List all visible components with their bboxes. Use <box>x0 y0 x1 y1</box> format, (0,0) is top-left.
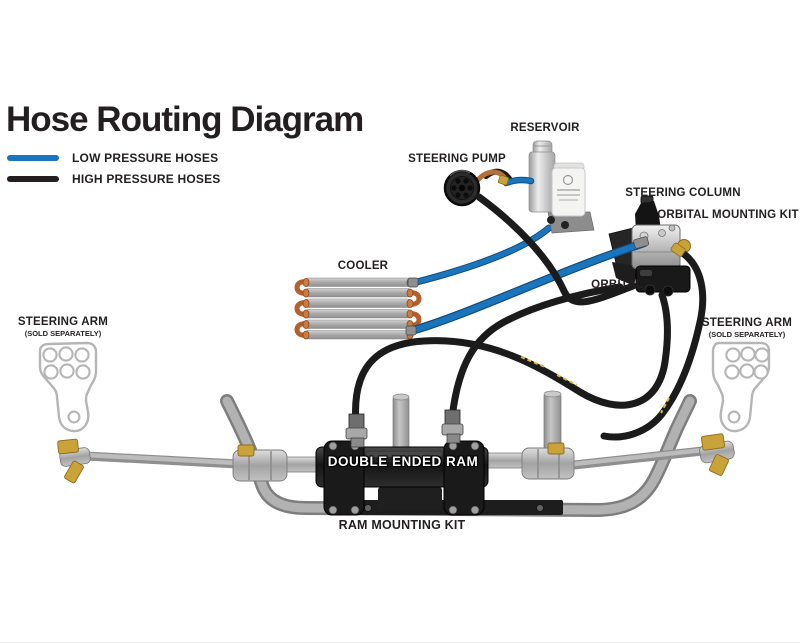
reservoir-label: RESERVOIR <box>510 122 580 134</box>
steering-arm-right-part <box>711 341 771 433</box>
steering-arm-right-sublabel: (SOLD SEPARATELY) <box>708 330 786 339</box>
legend-high-pressure: HIGH PRESSURE HOSES <box>7 172 221 186</box>
tie-rod-end-right <box>699 433 735 476</box>
tie-rod-left <box>81 451 243 469</box>
hose-orbital-return <box>600 248 707 441</box>
rod-clamp-right <box>521 442 575 480</box>
reservoir-unit <box>528 140 595 234</box>
ram-clamp-left <box>323 440 365 516</box>
legend-low-pressure-label: LOW PRESSURE HOSES <box>72 151 219 165</box>
reservoir-fitting <box>561 221 569 229</box>
hose-ram-right-to-orbital <box>448 283 624 422</box>
steering-arm-right-label: STEERING ARM <box>701 317 793 329</box>
high-pressure-swatch <box>7 176 59 182</box>
ram-rod-right <box>485 452 527 469</box>
hose-ram-left-to-orbital <box>352 291 671 428</box>
orbital-assembly <box>608 195 691 297</box>
reservoir-fitting <box>547 216 555 224</box>
mounting-tube <box>220 394 697 517</box>
orbital-label: ORBITAL <box>591 279 643 291</box>
page-title: Hose Routing Diagram <box>6 100 364 139</box>
orbital-mounting-kit-label: ORBITAL MOUNTING KIT <box>657 209 799 221</box>
steering-pump-label: STEERING PUMP <box>408 153 506 165</box>
double-ended-ram-label: DOUBLE ENDED RAM <box>327 454 479 469</box>
ram-clamp-right <box>443 440 485 516</box>
low-pressure-hose-cooler-to-reservoir <box>407 224 553 288</box>
brass-nut <box>57 438 79 455</box>
brass-nut <box>700 433 726 451</box>
steering-arm-left-part <box>38 341 98 433</box>
reservoir-filter <box>551 167 586 217</box>
hose-crimp <box>405 325 417 336</box>
brass-nut <box>237 444 255 457</box>
cooler-tube-collars <box>302 278 414 340</box>
steering-column-stub <box>635 201 661 231</box>
ram-mounting-assembly <box>57 390 735 517</box>
tie-rod-right <box>569 445 717 470</box>
brass-nut <box>547 442 565 455</box>
steering-pump-unit <box>443 168 535 207</box>
ram-fitting-left <box>345 413 368 448</box>
cooler-label: COOLER <box>337 260 389 272</box>
orbital-valve-block <box>635 265 691 293</box>
pump-pulley-holes <box>451 178 473 198</box>
steering-column-label: STEERING COLUMN <box>625 187 741 199</box>
hose-crimp <box>633 236 649 249</box>
hose-crimp <box>407 277 419 288</box>
double-ended-ram-part <box>315 440 489 516</box>
steering-arm-left-label: STEERING ARM <box>17 316 109 328</box>
high-pressure-hoses <box>352 193 707 441</box>
hose-pump-to-orbital <box>475 193 637 306</box>
ram-mounting-kit-label: RAM MOUNTING KIT <box>338 518 466 532</box>
legend-high-pressure-label: HIGH PRESSURE HOSES <box>72 172 221 186</box>
ram-clamp-bolts <box>328 441 480 515</box>
brass-bolt <box>709 454 729 476</box>
rod-clamp-left <box>232 444 288 482</box>
low-pressure-hose-cooler-to-orbital <box>405 236 649 336</box>
steering-arm-left-sublabel: (SOLD SEPARATELY) <box>24 329 102 338</box>
brass-hose-fitting <box>670 242 686 257</box>
tie-rod-end-left <box>57 438 91 484</box>
low-pressure-hose-reservoir-supply <box>502 176 535 187</box>
cooler-unit <box>294 277 422 340</box>
steering-arm-right-holes <box>724 346 770 424</box>
ram-fitting-right <box>441 409 464 444</box>
brass-bolt <box>64 460 84 484</box>
brass-fitting <box>497 174 510 186</box>
steering-arm-left-holes <box>42 346 91 424</box>
orbital-bracket-lower <box>612 262 638 286</box>
cooler-tubes <box>305 277 411 340</box>
low-pressure-swatch <box>7 155 59 161</box>
hose-print-marks <box>520 356 670 414</box>
legend-low-pressure: LOW PRESSURE HOSES <box>7 151 218 165</box>
ram-rod-left <box>281 456 321 473</box>
